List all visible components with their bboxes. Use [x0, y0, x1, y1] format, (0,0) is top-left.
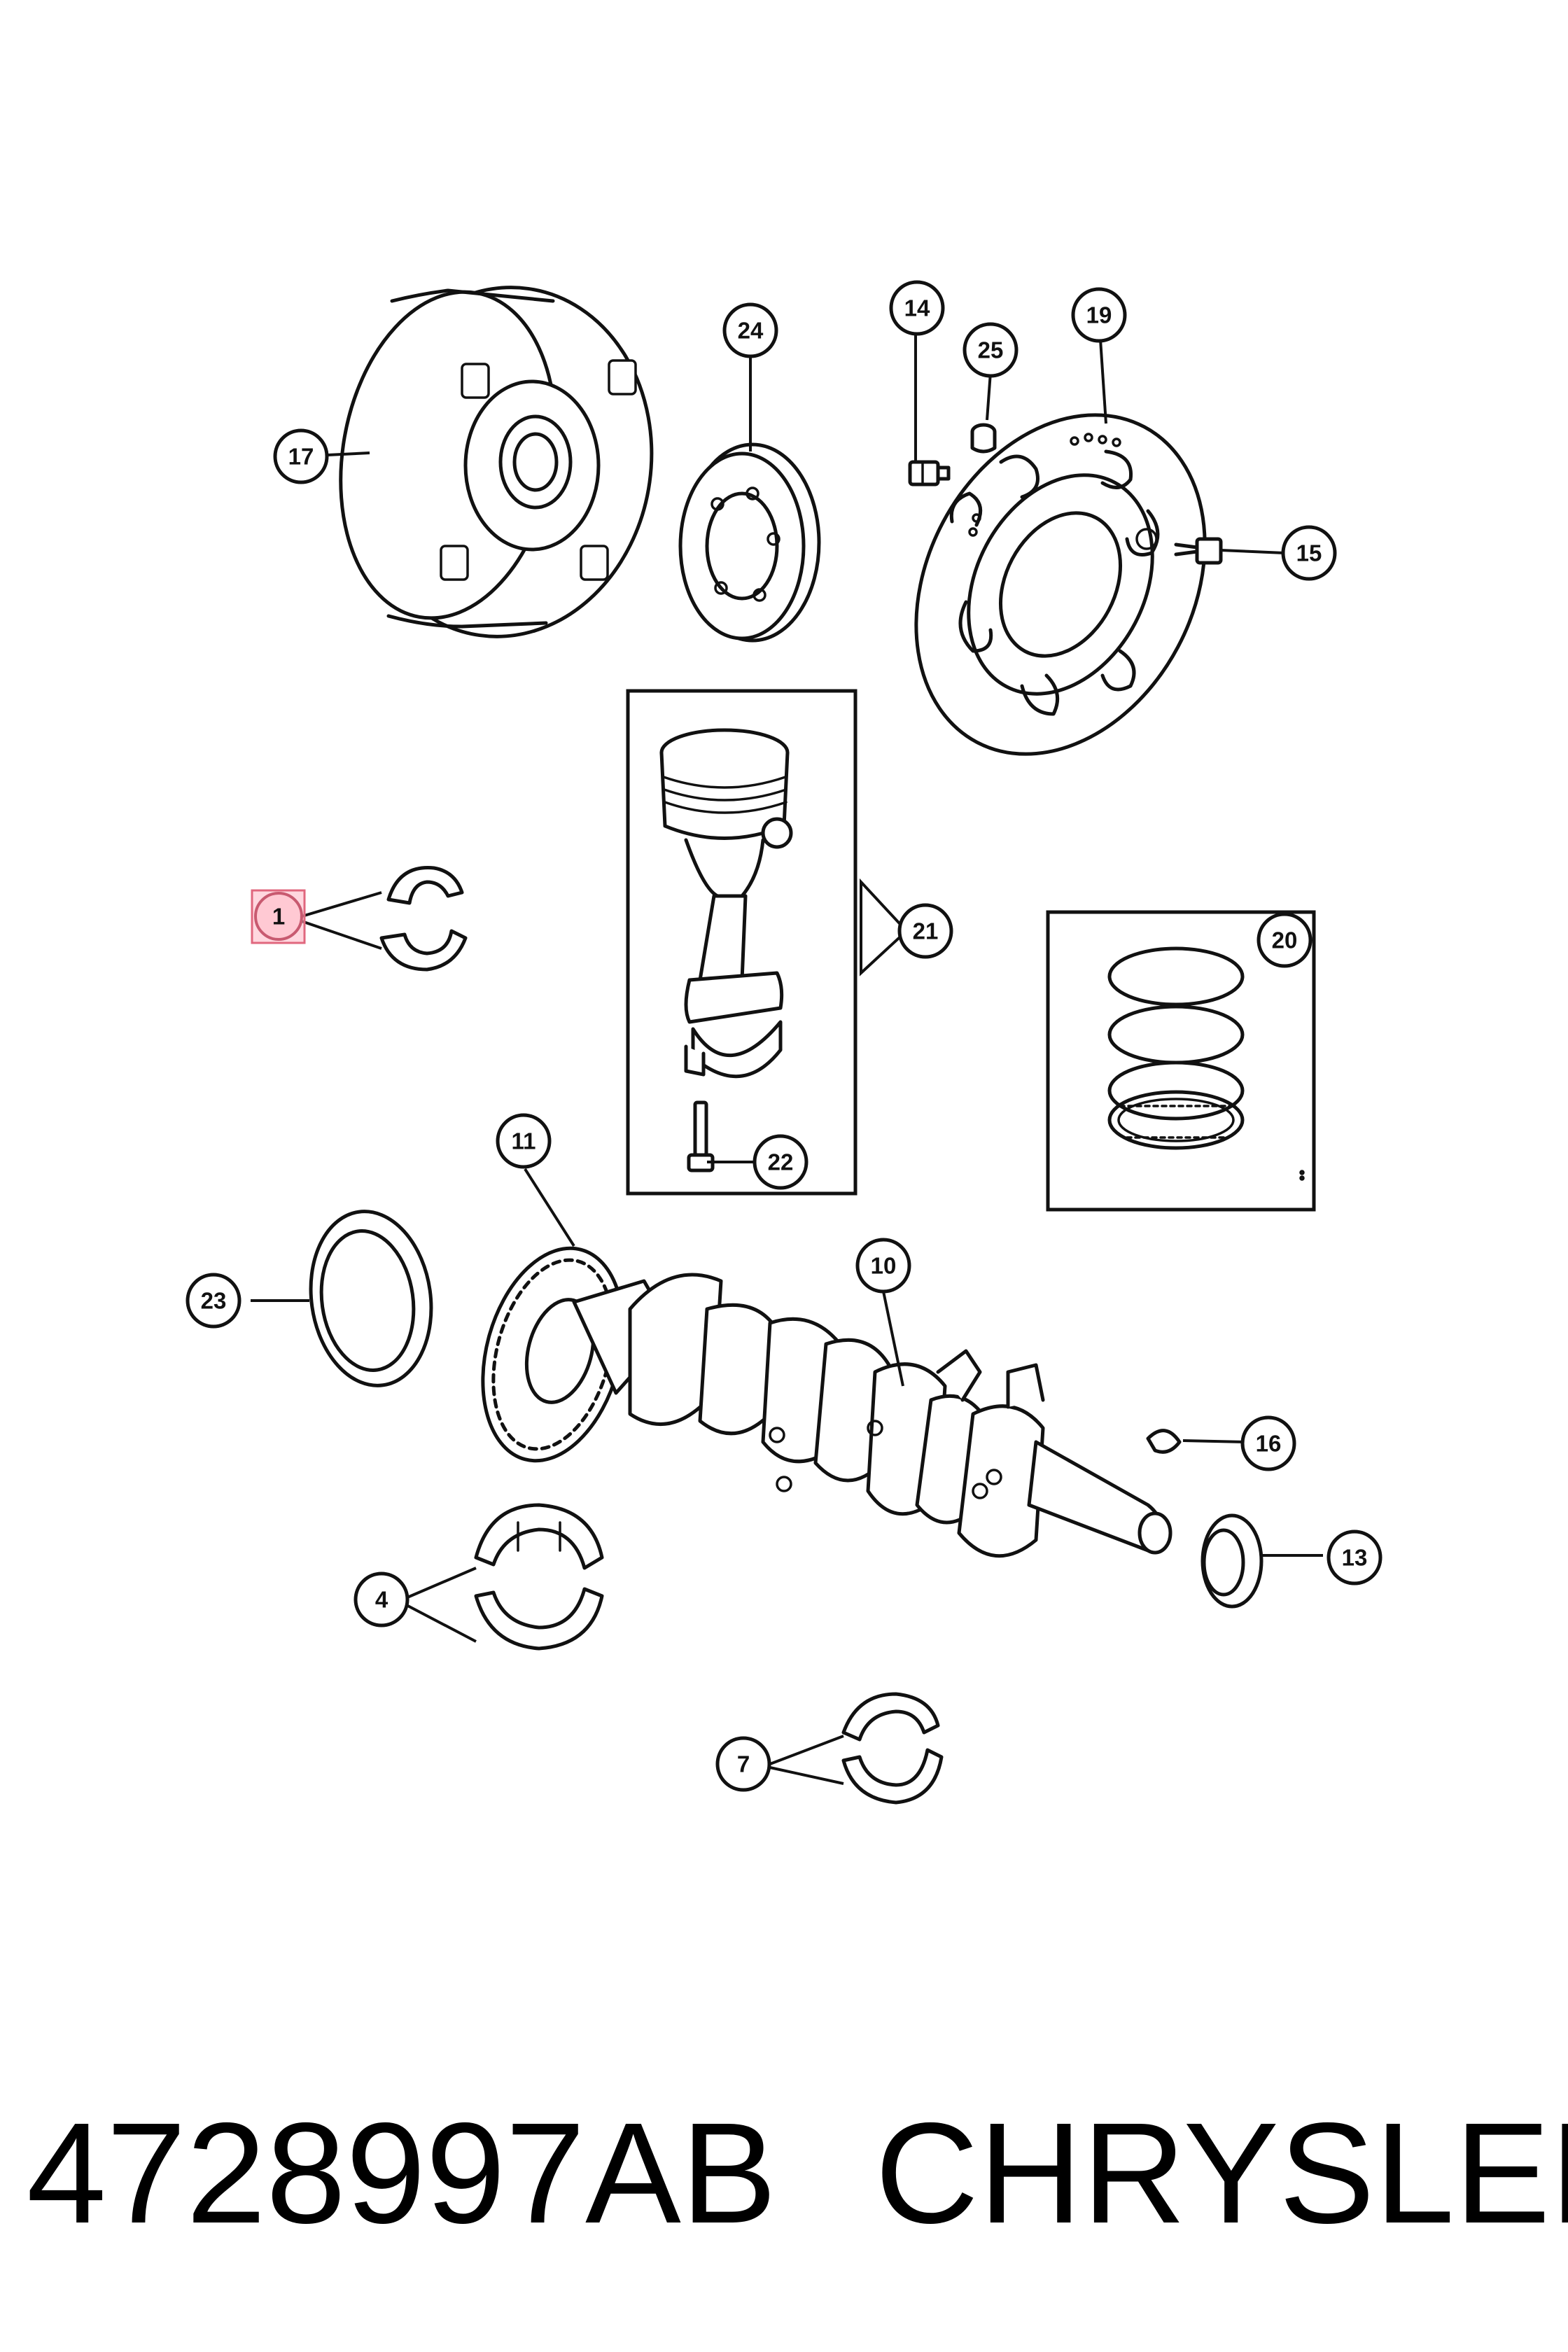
callout-7[interactable]: 7	[715, 1736, 771, 1792]
callout-20-label: 20	[1272, 927, 1298, 953]
callout-21-label: 21	[913, 918, 939, 944]
part-17-torque-converter[interactable]	[316, 268, 673, 656]
footer: 4728997AB CHRYSLER	[27, 2093, 1568, 2253]
part-1-main-bearing[interactable]	[379, 866, 468, 972]
callout-14-label: 14	[904, 295, 930, 321]
callout-25-label: 25	[978, 337, 1004, 363]
part-10-crankshaft[interactable]	[572, 1273, 1172, 1558]
callout-23-label: 23	[201, 1288, 227, 1314]
callout-4-label: 4	[375, 1587, 388, 1613]
callout-17-label: 17	[288, 444, 314, 470]
part-25-dowel-pin[interactable]	[970, 423, 997, 454]
callout-21[interactable]: 21	[897, 903, 953, 959]
part-13-front-seal[interactable]	[1200, 1513, 1264, 1609]
callout-10[interactable]: 10	[855, 1238, 911, 1294]
callout-25[interactable]: 25	[962, 322, 1018, 378]
callout-20[interactable]: 20	[1256, 912, 1312, 968]
callout-10-label: 10	[871, 1253, 897, 1279]
part-22-rod-bolt[interactable]	[687, 1100, 715, 1172]
part-24-spacer-plate[interactable]	[678, 442, 821, 643]
callout-19-label: 19	[1086, 302, 1112, 328]
callout-14[interactable]: 14	[889, 280, 945, 336]
leader-lines	[251, 329, 1323, 1785]
callout-15[interactable]: 15	[1281, 525, 1337, 581]
callout-13[interactable]: 13	[1326, 1530, 1382, 1586]
callout-11[interactable]: 11	[496, 1113, 552, 1169]
callout-4[interactable]: 4	[354, 1572, 410, 1628]
part-23-rear-seal[interactable]	[300, 1203, 442, 1393]
part-7-rod-bearing[interactable]	[841, 1692, 944, 1805]
part-20-piston-ring-set[interactable]	[1046, 910, 1316, 1212]
callout-7-label: 7	[737, 1751, 750, 1777]
callout-11-label: 11	[512, 1128, 536, 1154]
part-4-thrust-bearing[interactable]	[474, 1503, 604, 1651]
callout-22[interactable]: 22	[752, 1134, 808, 1190]
callout-24[interactable]: 24	[722, 302, 778, 358]
callout-23[interactable]: 23	[186, 1273, 241, 1329]
part-15-bolt[interactable]	[1174, 537, 1223, 565]
part-14-bolt[interactable]	[908, 460, 951, 486]
callout-16-label: 16	[1256, 1431, 1282, 1457]
callout-24-label: 24	[738, 318, 764, 344]
part-19-flex-plate[interactable]	[860, 365, 1262, 805]
callout-17[interactable]: 17	[273, 428, 329, 484]
callout-16[interactable]: 16	[1240, 1415, 1296, 1471]
callout-13-label: 13	[1342, 1545, 1368, 1571]
callout-19[interactable]: 19	[1071, 287, 1127, 343]
brand-name: CHRYSLER	[875, 2093, 1568, 2253]
callout-1[interactable]: 1	[251, 889, 306, 944]
part-21-piston-rod-assembly[interactable]	[626, 689, 858, 1196]
callout-1-label: 1	[272, 904, 285, 930]
callout-15-label: 15	[1296, 540, 1322, 566]
part-number: 4728997AB	[27, 2093, 777, 2253]
callout-22-label: 22	[768, 1149, 794, 1175]
part-16-woodruff-key[interactable]	[1146, 1429, 1182, 1454]
